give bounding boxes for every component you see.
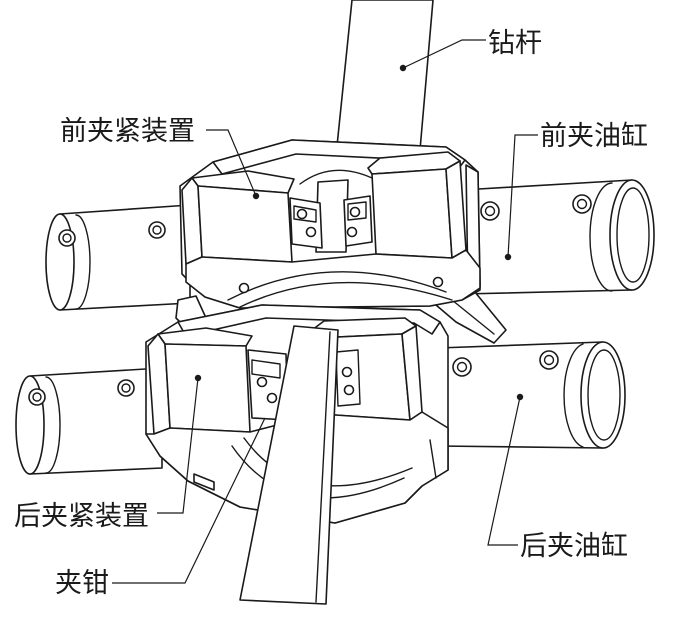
bolt-head-inner xyxy=(62,233,72,243)
front-clamp-bottom-plate xyxy=(185,249,481,309)
leader-rear-clamping-device xyxy=(157,377,199,514)
rear-left-cylinder xyxy=(15,367,163,475)
front-clamp-saddle-arc xyxy=(227,271,447,301)
bolt-head-inner xyxy=(484,205,496,217)
front-clamp-block-left xyxy=(181,170,295,265)
bolt-head xyxy=(432,276,444,288)
leader-dot-front-clamp-cylinder xyxy=(504,253,512,261)
front-jaw-right-insert xyxy=(347,201,367,221)
bolt-head-inner xyxy=(152,225,162,235)
bolt-head xyxy=(58,229,76,247)
drill-rod-upper xyxy=(336,0,434,151)
bolt-head xyxy=(539,350,559,370)
labels: 钻杆 前夹紧装置 前夹油缸 后夹紧装置 后夹油缸 夹钳 xyxy=(14,28,648,599)
rear-clamp-slot xyxy=(193,473,215,491)
bolt-head-outer xyxy=(117,379,135,397)
front-clamp-jaw-right xyxy=(343,195,373,247)
drill-rod-lower-body xyxy=(239,325,339,605)
bolt-head-outer xyxy=(58,229,76,247)
leader-lines xyxy=(112,39,538,584)
rear-right-cylinder xyxy=(437,341,626,449)
bolt-head xyxy=(28,388,46,406)
leader-dot-rear-clamp-cylinder xyxy=(516,393,524,401)
drill-rod-upper-body xyxy=(336,0,434,151)
front-clamp-bushing-arc xyxy=(299,169,373,185)
bolt-head-outer xyxy=(452,357,472,377)
rear-clamp-side-edge xyxy=(429,439,437,479)
bolt-head xyxy=(305,226,317,238)
bolt-head xyxy=(148,221,166,239)
rear-block-left-front xyxy=(164,343,251,433)
leader-dot-drill-rod xyxy=(399,64,407,72)
front-right-cylinder-body xyxy=(461,179,633,295)
label-rear-clamp-cylinder: 后夹油缸 xyxy=(520,531,628,562)
bolt-head-inner xyxy=(456,361,468,373)
front-jaw-left-insert xyxy=(293,205,317,223)
front-clamp-block-right xyxy=(367,151,467,259)
leader-rear-clamp-cylinder xyxy=(487,396,521,546)
front-left-cylinder xyxy=(45,204,191,311)
bolt-head-inner xyxy=(121,383,131,393)
rear-jaw-right-body xyxy=(335,349,361,407)
bolt-head xyxy=(343,384,355,396)
rear-clamp-jaw-left xyxy=(247,349,289,421)
bolt-head xyxy=(480,201,500,221)
bolt-head-outer xyxy=(28,388,46,406)
bolt-head-outer xyxy=(148,221,166,239)
rear-right-cylinder-end-ring xyxy=(587,349,621,441)
rear-clamp-block-left xyxy=(147,327,253,435)
label-clamp-jaw: 夹钳 xyxy=(55,568,109,599)
front-right-cylinder-band xyxy=(589,182,613,292)
front-clamp-jaw-left xyxy=(289,197,323,249)
leader-dot-rear-clamping-device xyxy=(194,374,202,382)
rear-left-cylinder-body xyxy=(29,367,163,475)
leader-front-clamp-cylinder xyxy=(507,134,538,258)
drill-rod-lower-edge xyxy=(315,331,331,603)
label-rear-clamping-device: 后夹紧装置 xyxy=(14,501,149,532)
bolt-head xyxy=(256,376,268,388)
rear-jaw-left-insert xyxy=(251,359,281,379)
label-front-clamp-cylinder: 前夹油缸 xyxy=(540,121,648,152)
bolt-head xyxy=(238,282,250,294)
front-left-cylinder-band xyxy=(75,214,91,310)
front-right-cylinder-end-cap xyxy=(609,179,655,291)
bolt-head xyxy=(117,379,135,397)
bolt-head xyxy=(572,194,592,214)
label-drill-rod: 钻杆 xyxy=(488,28,542,59)
bolt-head-inner xyxy=(543,354,555,366)
bolt-head-outer xyxy=(572,194,592,214)
bolt-head xyxy=(266,392,278,404)
rear-clamp-jaw-right xyxy=(335,349,361,407)
leader-drill-rod xyxy=(402,39,486,69)
front-clamp-saddle-arc-lower xyxy=(239,281,453,308)
front-right-cylinder xyxy=(461,179,655,295)
bolt-head xyxy=(452,357,472,377)
bolt-head xyxy=(346,226,358,238)
rear-right-cylinder-band xyxy=(563,343,584,448)
bolt-head xyxy=(296,208,308,220)
label-front-clamping-device: 前夹紧装置 xyxy=(60,116,195,147)
bolt-head xyxy=(341,366,353,378)
bolt-head-outer xyxy=(539,350,559,370)
drill-rod-lower xyxy=(239,325,339,605)
rear-left-cylinder-band xyxy=(45,376,61,474)
leader-dot-front-clamping-device xyxy=(252,192,260,200)
leader-clamp-jaw xyxy=(112,417,266,584)
front-block-left-front xyxy=(197,185,293,263)
leader-front-clamping-device xyxy=(206,129,257,197)
bolt-head-outer xyxy=(480,201,500,221)
front-left-cylinder-body xyxy=(59,204,191,311)
front-right-cylinder-end-ring xyxy=(616,187,650,283)
clamp-guide-right-edge xyxy=(451,299,495,335)
rear-right-cylinder-end-cap xyxy=(580,341,626,449)
bolt-head-inner xyxy=(576,198,588,210)
front-clamping-device xyxy=(179,139,481,309)
front-left-cylinder-end-cap xyxy=(45,213,75,311)
bolt-head-inner xyxy=(32,392,42,402)
front-block-right-front xyxy=(371,168,453,259)
bolt-head xyxy=(349,206,361,218)
